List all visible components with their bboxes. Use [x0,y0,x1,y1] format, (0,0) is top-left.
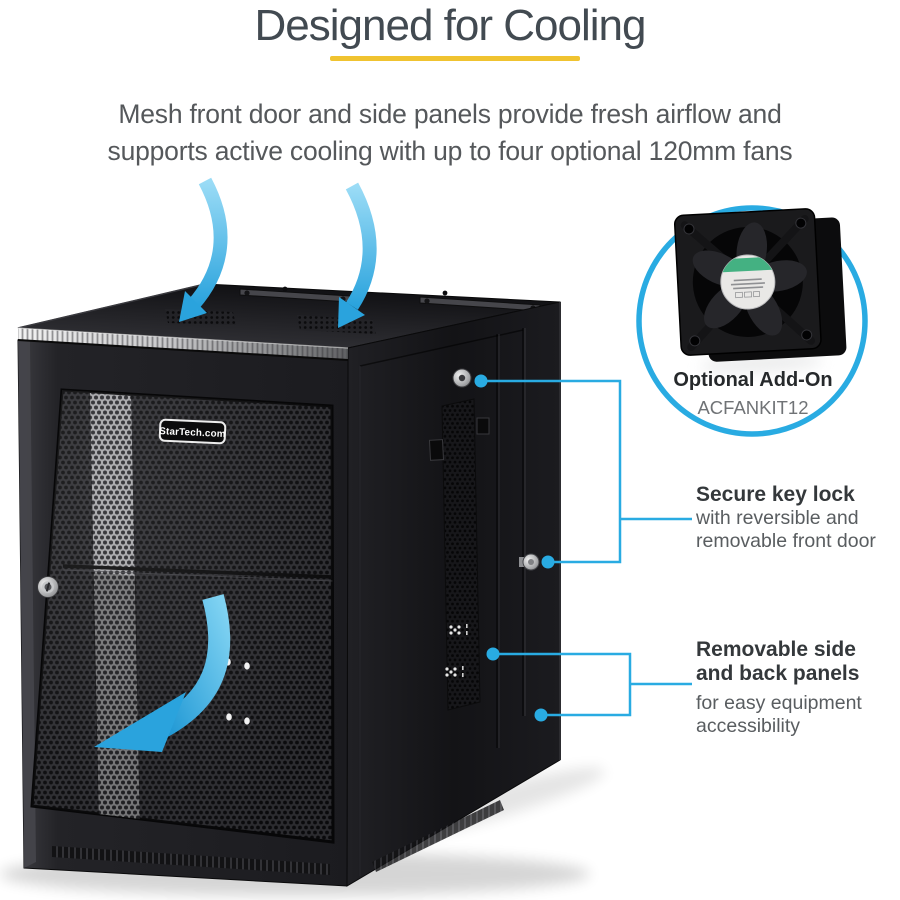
callout-keylock: Secure key lock with reversible and remo… [696,483,900,553]
side-panel-lock [452,368,472,388]
airflow-arrow-icon [338,182,377,328]
server-cabinet-photo: StarTech.com [17,283,561,887]
silver-top-trim [17,327,349,361]
subtitle: Mesh front door and side panels provide … [0,96,900,170]
callout-keylock-title: Secure key lock [696,483,855,506]
side-thumbscrew [519,553,540,571]
door-swing-arrow-icon [94,594,231,752]
front-door-keylock [37,576,59,598]
callout-connector-keylock [481,379,692,564]
page-title: Designed for Cooling [254,1,647,50]
callout-dot [534,708,548,722]
subtitle-line-2: supports active cooling with up to four … [107,136,793,166]
fan-addon-model: ACFANKIT12 [697,397,809,418]
title-underline [330,56,580,61]
cabinet-front-face: StarTech.com [17,339,349,887]
cabinet-side-panel [346,301,561,887]
callout-dot [541,555,555,569]
fan-addon-title: Optional Add-On [673,369,833,391]
callout-panels-title-1: Removable side [696,638,856,661]
fan-photo [673,208,847,373]
callout-keylock-desc-1: with reversible and [696,507,859,529]
svg-text:StarTech.com: StarTech.com [159,426,226,440]
callout-panels-title-2: and back panels [696,662,860,685]
fan-addon-caption: Optional Add-On ACFANKIT12 [642,369,864,419]
fan-addon-circle [636,205,868,437]
callout-panels-desc-1: for easy equipment [696,692,862,714]
airflow-arrow-icon [179,177,228,322]
mesh-front-door: StarTech.com [30,388,335,844]
callout-panels: Removable side and back panels for easy … [696,638,900,737]
side-vent-holes [445,624,468,677]
bottom-vent-strip [52,846,330,875]
callout-dot [474,374,488,388]
subtitle-line-1: Mesh front door and side panels provide … [118,99,782,129]
callout-keylock-desc-2: removable front door [696,530,876,552]
callout-connector-panels [493,652,692,717]
callout-dot [486,647,500,661]
callout-panels-desc-2: accessibility [696,714,801,737]
brand-badge: StarTech.com [158,418,227,445]
